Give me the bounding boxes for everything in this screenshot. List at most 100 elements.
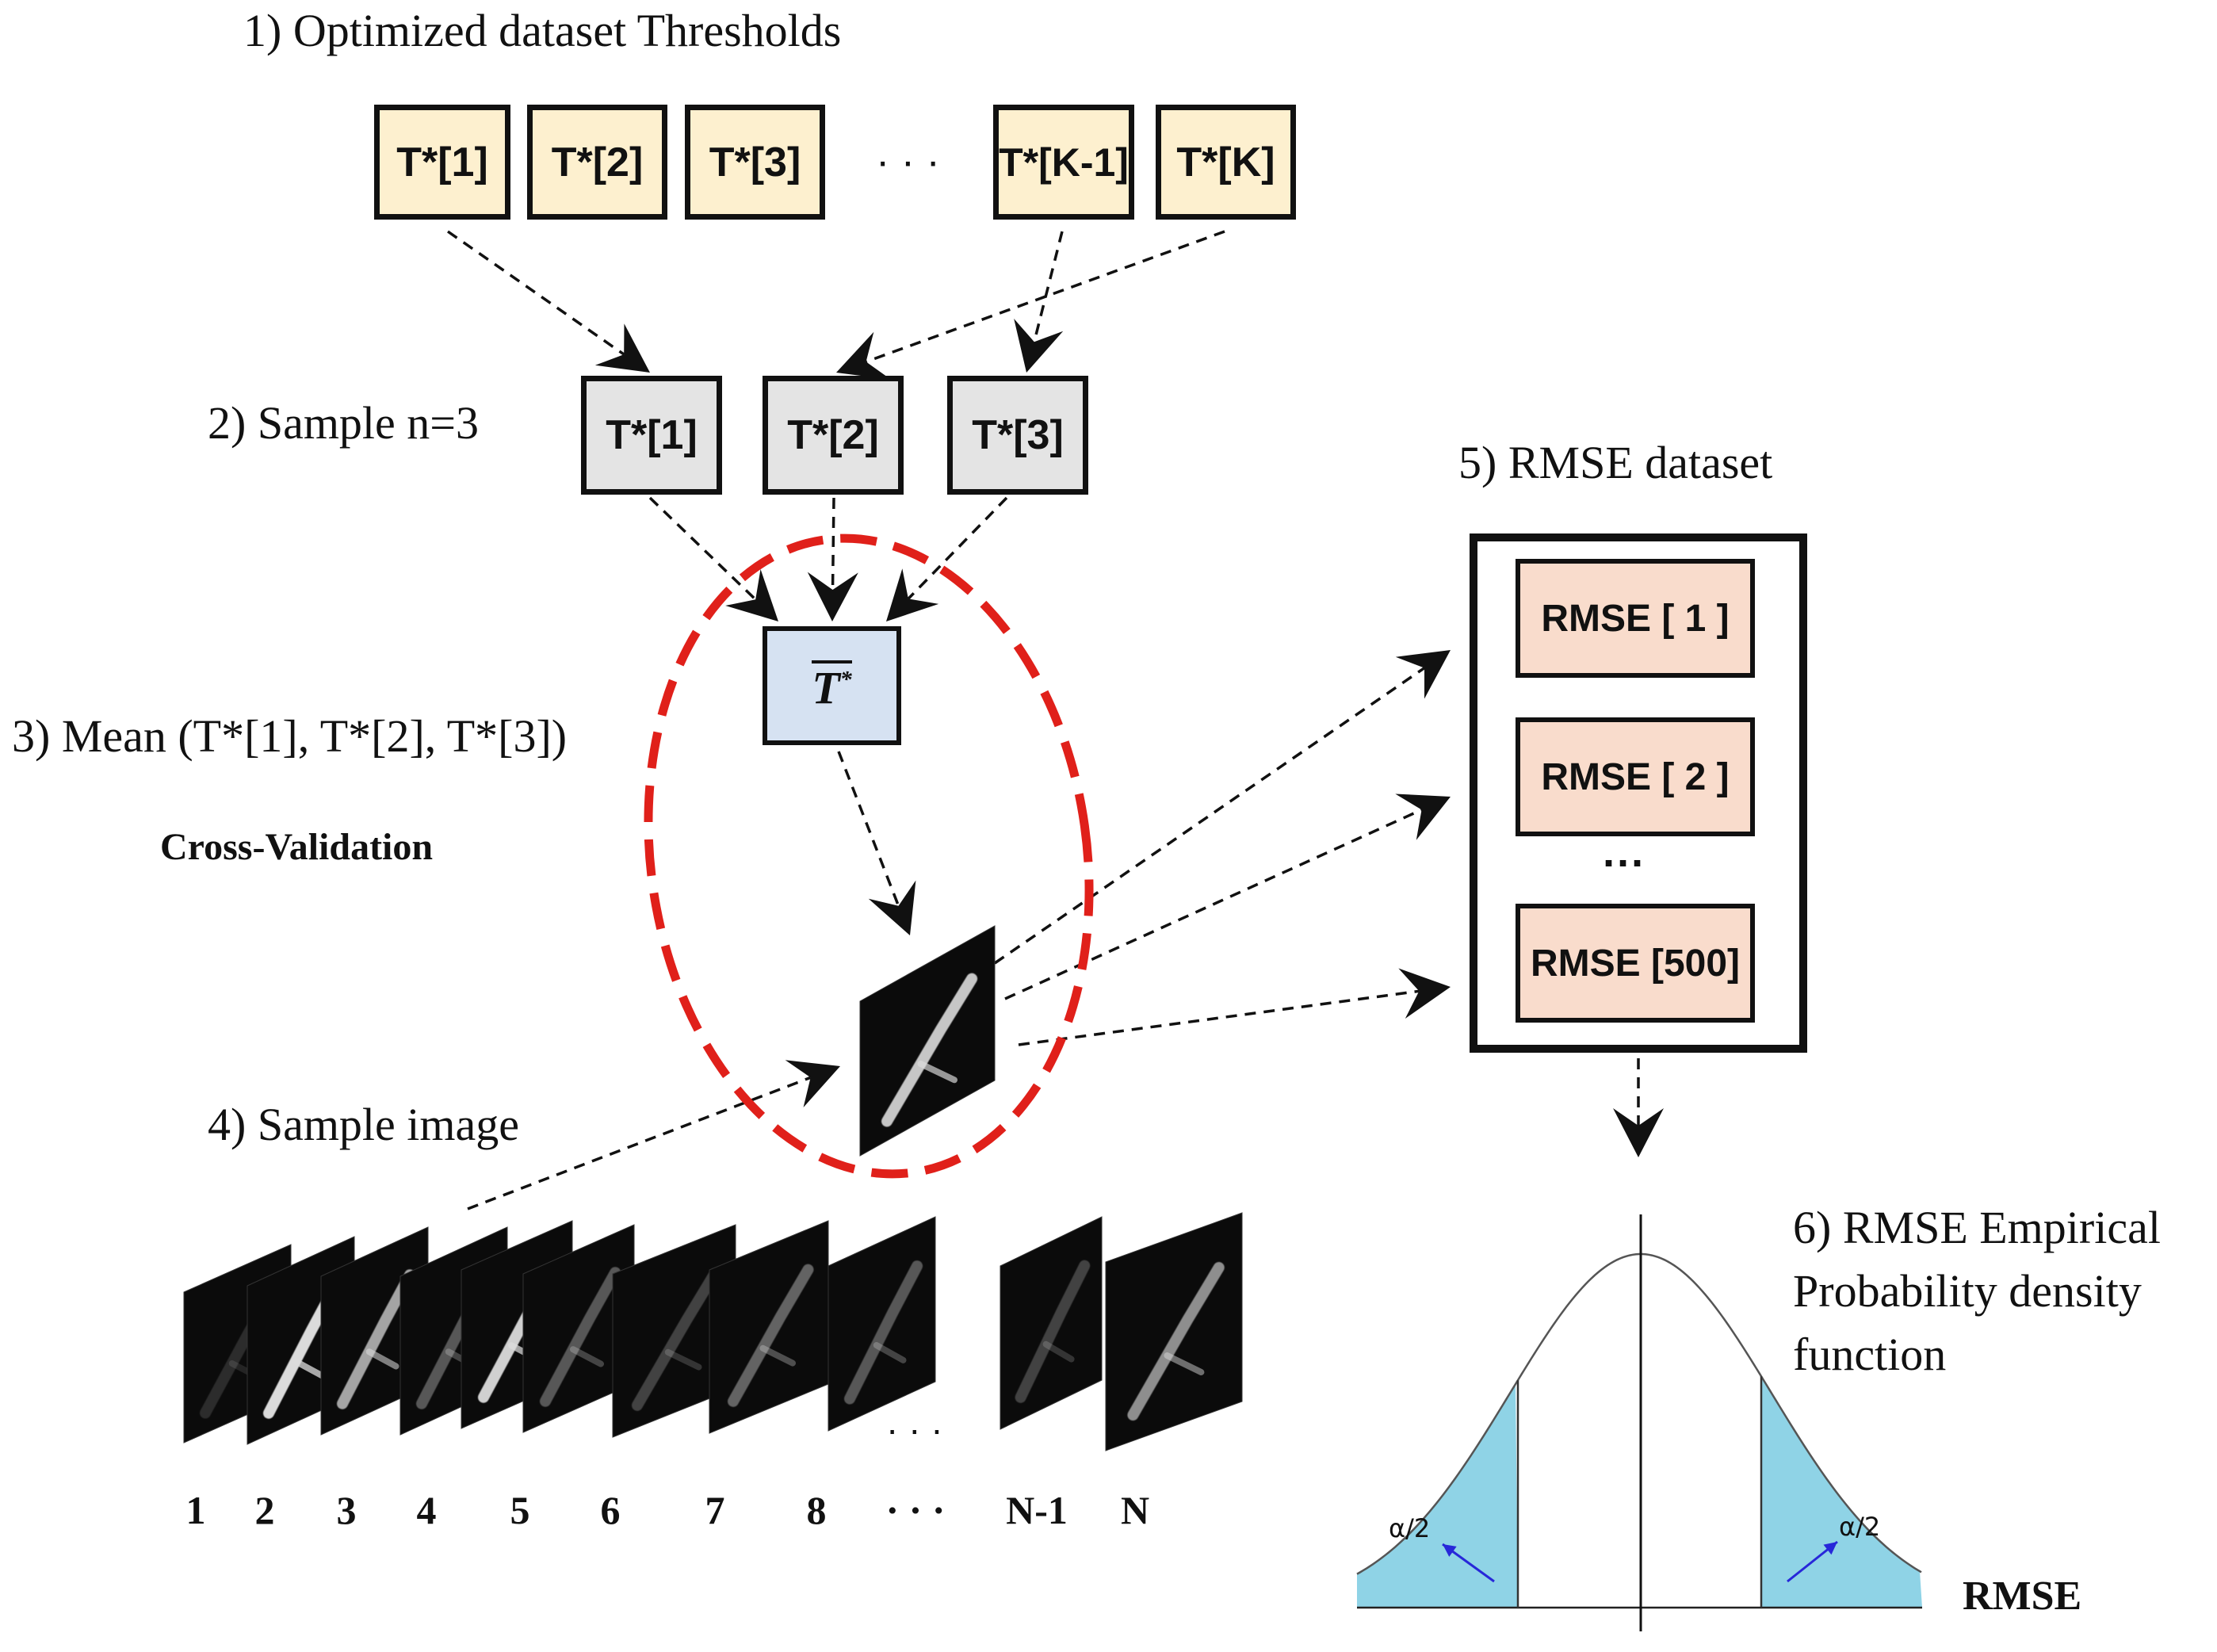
threshold-k-1-label: T*[K-1] <box>999 140 1129 185</box>
step6-label-line1: 6) RMSE Empirical <box>1793 1202 2161 1253</box>
image-slab-8-branch <box>759 1344 796 1367</box>
arrow-s2-to-mean-head <box>807 572 858 621</box>
pdf-left-tail <box>1357 1384 1518 1608</box>
arrow-image-to-rmse500-head <box>1398 968 1451 1019</box>
step5-label: 5) RMSE dataset <box>1458 437 1773 488</box>
image-index-4: 4 <box>416 1488 437 1532</box>
image-index-3: 3 <box>336 1488 357 1532</box>
arrow-s3-to-mean-line <box>907 496 1008 600</box>
arrow-s2-to-mean-line <box>831 497 835 591</box>
threshold-ellipsis: · · · <box>876 139 940 185</box>
sample-box-3: T*[3] <box>947 376 1088 495</box>
arrow-mean-to-image-head <box>868 880 916 935</box>
image-slab-10-river <box>1015 1260 1091 1403</box>
arrow-group <box>446 230 1664 1210</box>
rmse-box-500: RMSE [500] <box>1516 904 1755 1023</box>
image-slab-8-river <box>728 1264 814 1407</box>
arrow-tk-to-s2-head <box>836 331 892 380</box>
image-slab-3-river <box>337 1269 416 1409</box>
arrow-image-to-rmse1-line <box>994 667 1426 965</box>
step4-label: 4) Sample image <box>208 1099 520 1150</box>
image-slab-7 <box>612 1224 736 1438</box>
step6-label-line2: Probability density <box>1793 1265 2142 1317</box>
threshold-box-3: T*[3] <box>685 105 825 220</box>
pdf-curve <box>1356 1252 1922 1575</box>
sampled-image-frame <box>859 925 996 1157</box>
image-slab-11-branch <box>1164 1352 1205 1375</box>
image-slab-2-branch <box>292 1358 326 1379</box>
arrow-image-to-rmse2-head <box>1395 793 1451 840</box>
image-index-6: 6 <box>600 1488 621 1532</box>
arrow-stack-to-image-line <box>467 1076 812 1210</box>
image-index-2: 2 <box>254 1488 275 1532</box>
image-index-5: 5 <box>510 1488 530 1532</box>
threshold-box-2: T*[2] <box>527 105 667 220</box>
rmse-axis-label: RMSE <box>1963 1574 2082 1619</box>
arrow-image-to-rmse2-line <box>1004 808 1423 1000</box>
image-index-ellipsis: · · · <box>885 1488 946 1532</box>
image-index-1: 1 <box>185 1488 206 1532</box>
alpha-right-label: α/2 <box>1839 1512 1881 1542</box>
image-slab-8 <box>709 1220 829 1434</box>
image-slab-9 <box>828 1216 936 1432</box>
image-slab-6-river <box>540 1267 621 1407</box>
arrow-s3-to-mean-head <box>886 568 939 621</box>
mean-symbol-base: T <box>812 662 840 713</box>
image-slab-7-branch <box>664 1348 702 1371</box>
mean-box: T* <box>763 626 901 745</box>
mean-symbol-sup: * <box>839 666 852 693</box>
cross-validation-label: Cross-Validation <box>160 826 434 868</box>
image-slab-11-river <box>1127 1262 1225 1421</box>
arrow-stack-to-image-head <box>785 1060 840 1108</box>
image-slab-3-branch <box>365 1348 399 1370</box>
alpha-left-arrow-head <box>1443 1544 1457 1557</box>
rmse-box-1: RMSE [ 1 ] <box>1516 559 1755 678</box>
arrow-rmse-to-pdf-head <box>1613 1108 1664 1157</box>
image-slab-10-branch <box>1042 1340 1075 1363</box>
pdf-right-tail <box>1761 1376 1922 1608</box>
threshold-box-k-1: T*[K-1] <box>993 105 1134 220</box>
arrow-image-to-rmse1-head <box>1395 650 1451 699</box>
step2-label: 2) Sample n=3 <box>208 397 479 449</box>
pdf-curve-group <box>1356 1214 1922 1631</box>
image-slab-11-frame <box>1105 1212 1243 1451</box>
step1-label: 1) Optimized dataset Thresholds <box>243 5 842 56</box>
image-stack <box>183 925 1243 1451</box>
threshold-box-k: T*[K] <box>1156 105 1296 220</box>
image-slab-9-river <box>844 1260 923 1405</box>
sampled-image-branch <box>917 1061 958 1084</box>
step6-label-line3: function <box>1793 1329 1947 1380</box>
arrow-s1-to-mean-line <box>648 496 757 601</box>
sampled-image <box>859 925 996 1157</box>
alpha-left-label: α/2 <box>1389 1513 1431 1543</box>
arrow-t1-to-s1-head <box>594 323 650 373</box>
sample-box-2: T*[2] <box>763 376 904 495</box>
sample-box-1: T*[1] <box>581 376 722 495</box>
step3-label: 3) Mean (T*[1], T*[2], T*[3]) <box>12 710 568 762</box>
arrow-tk-to-s2-line <box>865 230 1225 363</box>
image-index-8: 8 <box>806 1488 827 1532</box>
rmse-box-2: RMSE [ 2 ] <box>1516 717 1755 836</box>
arrow-mean-to-image-line <box>837 751 900 907</box>
image-index-7: 7 <box>705 1488 725 1532</box>
image-slab-9-branch <box>873 1342 907 1363</box>
image-index-n-1: N-1 <box>1006 1488 1068 1532</box>
mean-symbol: T* <box>812 660 852 713</box>
sampled-image-river <box>881 973 978 1127</box>
threshold-box-1: T*[1] <box>374 105 510 220</box>
image-slab-11 <box>1105 1212 1243 1451</box>
arrow-image-to-rmse500-line <box>1018 989 1420 1046</box>
rmse-ellipsis: ··· <box>1603 839 1646 887</box>
arrow-tk1-to-s3-line <box>1033 231 1064 342</box>
alpha-right-arrow-head <box>1823 1542 1837 1555</box>
cross-validation-ellipse <box>644 533 1094 1179</box>
image-slab-10 <box>1000 1216 1103 1430</box>
arrow-s1-to-mean-head <box>725 568 778 621</box>
arrow-tk1-to-s3-head <box>1014 319 1064 373</box>
arrow-t1-to-s1-line <box>446 230 625 356</box>
image-index-n: N <box>1120 1488 1150 1532</box>
images-ellipsis: · · · <box>886 1409 943 1450</box>
image-slab-7-river <box>632 1268 721 1411</box>
